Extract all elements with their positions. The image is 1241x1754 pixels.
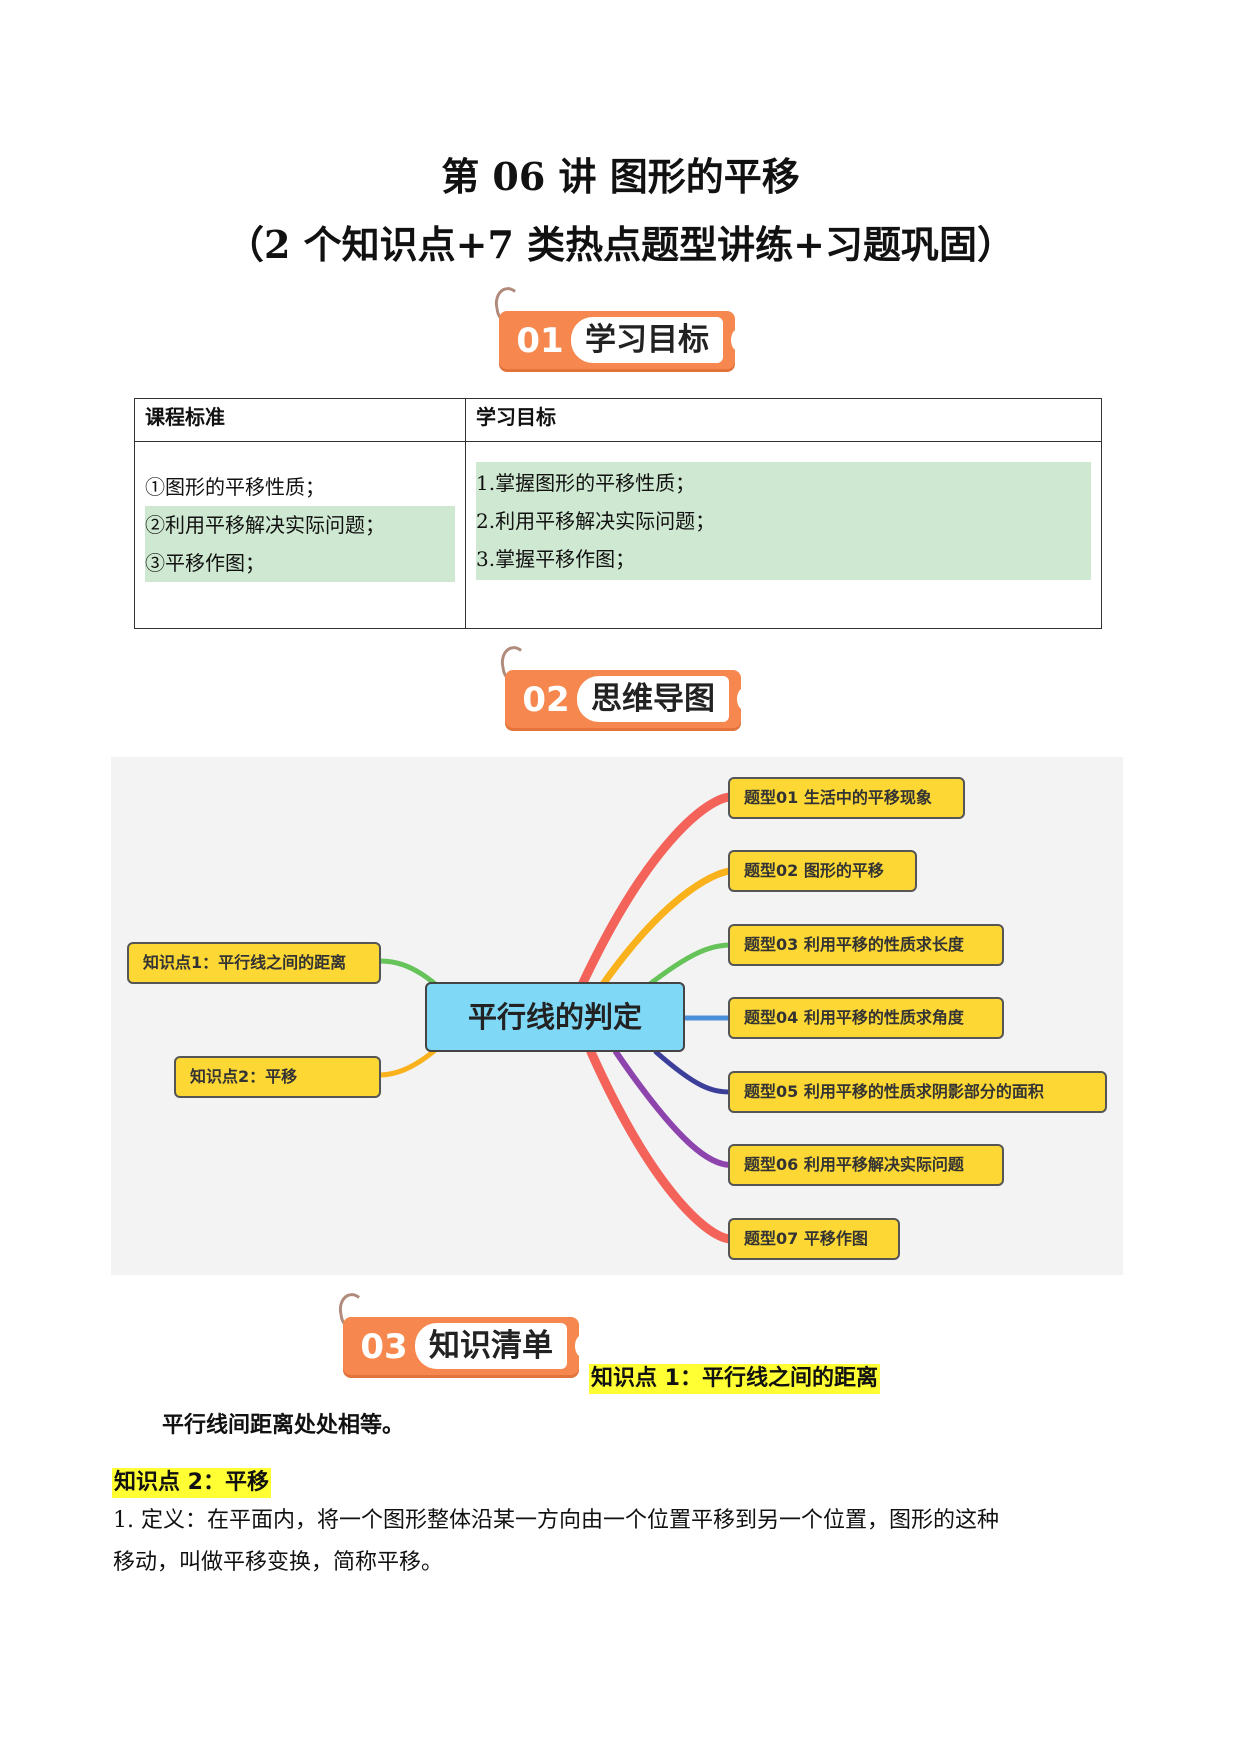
header-objectives: 学习目标 xyxy=(465,398,1102,442)
badge-notch xyxy=(731,329,745,351)
page-subtitle: （2 个知识点+7 类热点题型讲练+习题巩固） xyxy=(225,222,1016,267)
badge-notch xyxy=(737,688,751,710)
badge-label: 思维导图 xyxy=(577,676,729,722)
badge-label: 学习目标 xyxy=(571,317,723,363)
knowledge-point-1-text: 平行线间距离处处相等。 xyxy=(162,1413,405,1438)
mind-map: 平行线的判定 知识点1：平行线之间的距离 知识点2：平移 题型01 生活中的平移… xyxy=(111,757,1123,1275)
standard-item: ③平移作图； xyxy=(145,544,455,582)
badge-number: 01 xyxy=(516,321,564,361)
mind-map-node-type04: 题型04 利用平移的性质求角度 xyxy=(728,997,1004,1039)
standard-item: ②利用平移解决实际问题； xyxy=(145,506,455,544)
mind-map-node-type05: 题型05 利用平移的性质求阴影部分的面积 xyxy=(728,1071,1107,1113)
knowledge-point-2-heading: 知识点 2：平移 xyxy=(112,1468,271,1498)
knowledge-point-2-text: 1. 定义：在平面内，将一个图形整体沿某一方向由一个位置平移到另一个位置，图形的… xyxy=(113,1500,1123,1584)
branch-line xyxy=(597,867,735,991)
learning-goals-table: 课程标准 学习目标 ①图形的平移性质； ②利用平移解决实际问题； ③平移作图； … xyxy=(134,398,1102,629)
objective-item: 2.利用平移解决实际问题； xyxy=(476,509,716,533)
kp2-line: 移动，叫做平移变换，简称平移。 xyxy=(113,1550,444,1575)
knowledge-point-1-heading: 知识点 1：平行线之间的距离 xyxy=(589,1364,880,1394)
mind-map-node-type02: 题型02 图形的平移 xyxy=(728,850,917,892)
badge-number: 03 xyxy=(360,1327,408,1367)
branch-line xyxy=(643,942,734,990)
mind-map-node-type03: 题型03 利用平移的性质求长度 xyxy=(728,924,1004,966)
section-badge-02: 02 思维导图 xyxy=(498,643,751,734)
section-badge-03: 03 知识清单 xyxy=(336,1290,589,1381)
header-standards: 课程标准 xyxy=(134,398,466,442)
mind-map-node-kp2: 知识点2：平移 xyxy=(174,1056,381,1098)
page-title: 第 06 讲 图形的平移 xyxy=(441,154,800,199)
mind-map-node-kp1: 知识点1：平行线之间的距离 xyxy=(127,942,381,984)
section-badge-01: 01 学习目标 xyxy=(492,284,745,375)
standards-cell: ①图形的平移性质； ②利用平移解决实际问题； ③平移作图； xyxy=(134,441,466,629)
objective-item: 3.掌握平移作图； xyxy=(476,547,636,571)
badge-label: 知识清单 xyxy=(415,1323,567,1369)
standard-item: ①图形的平移性质； xyxy=(145,475,325,499)
badge-number: 02 xyxy=(522,680,570,720)
branch-line xyxy=(576,792,736,992)
branch-line xyxy=(653,1049,734,1095)
branch-line xyxy=(586,1047,736,1244)
objective-item: 1.掌握图形的平移性质； xyxy=(476,471,696,495)
mind-map-center: 平行线的判定 xyxy=(425,982,685,1052)
branch-line xyxy=(613,1049,734,1168)
mind-map-node-type07: 题型07 平移作图 xyxy=(728,1218,900,1260)
mind-map-node-type01: 题型01 生活中的平移现象 xyxy=(728,777,965,819)
kp2-line: 1. 定义：在平面内，将一个图形整体沿某一方向由一个位置平移到另一个位置，图形的… xyxy=(113,1508,999,1533)
mind-map-node-type06: 题型06 利用平移解决实际问题 xyxy=(728,1144,1004,1186)
badge-notch xyxy=(575,1335,589,1357)
objectives-cell: 1.掌握图形的平移性质； 2.利用平移解决实际问题； 3.掌握平移作图； xyxy=(465,441,1102,629)
mind-map-branches xyxy=(376,792,736,1244)
